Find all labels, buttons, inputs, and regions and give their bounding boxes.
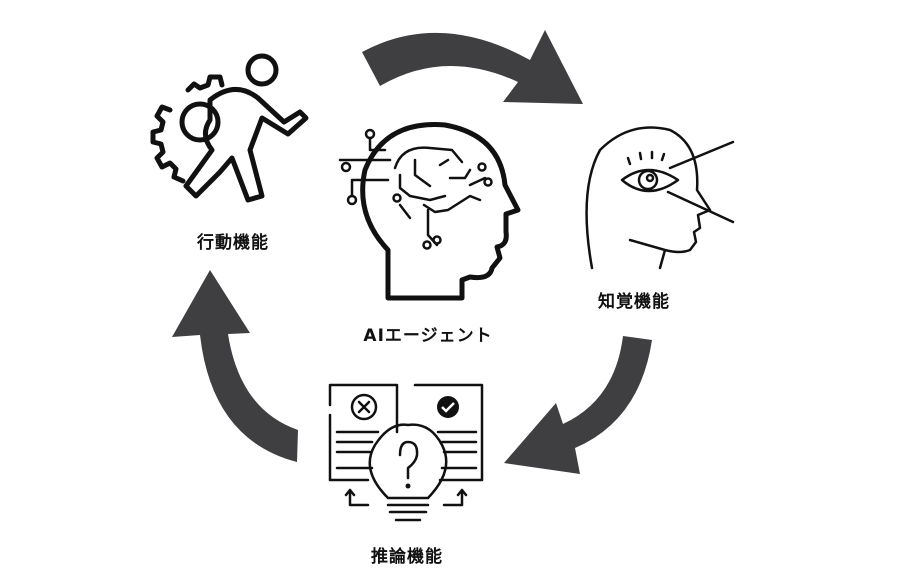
head-eye-icon bbox=[585, 126, 735, 270]
action-label: 行動機能 bbox=[197, 233, 269, 253]
center-label: AIエージェント bbox=[363, 326, 493, 346]
perception-label: 知覚機能 bbox=[598, 292, 670, 312]
ai-brain-head-icon bbox=[338, 122, 521, 301]
reasoning-label: 推論機能 bbox=[371, 547, 443, 567]
running-gear-icon bbox=[150, 53, 309, 203]
arrow-perception-to-reasoning bbox=[504, 336, 652, 474]
arrow-action-to-perception bbox=[362, 30, 583, 104]
arrow-reasoning-to-action bbox=[172, 270, 298, 462]
lightbulb-question-icon bbox=[328, 383, 484, 522]
